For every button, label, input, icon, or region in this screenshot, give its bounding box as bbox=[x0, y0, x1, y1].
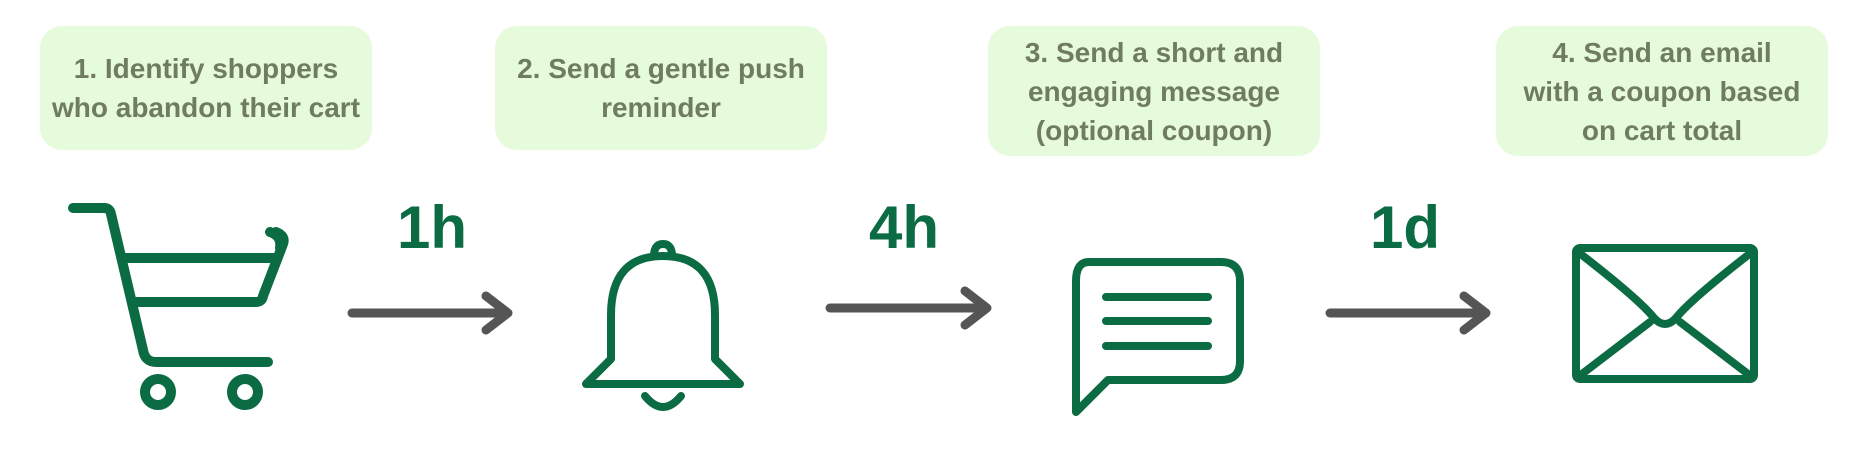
step-4-box: 4. Send an email with a coupon based on … bbox=[1496, 26, 1828, 156]
step-1-box: 1. Identify shoppers who abandon their c… bbox=[40, 26, 372, 150]
delay-label-2: 4h bbox=[869, 194, 940, 261]
step-1-label: 1. Identify shoppers who abandon their c… bbox=[51, 53, 361, 123]
step-2-label: 2. Send a gentle push reminder bbox=[517, 53, 805, 123]
delay-label-1: 1h bbox=[397, 194, 468, 261]
step-3-box: 3. Send a short and engaging message (op… bbox=[988, 26, 1320, 156]
step-4-label: 4. Send an email with a coupon based on … bbox=[1523, 36, 1801, 146]
delay-label-3: 1d bbox=[1370, 194, 1441, 261]
step-3-label: 3. Send a short and engaging message (op… bbox=[1024, 36, 1284, 146]
step-2-box: 2. Send a gentle push reminder bbox=[495, 26, 827, 150]
